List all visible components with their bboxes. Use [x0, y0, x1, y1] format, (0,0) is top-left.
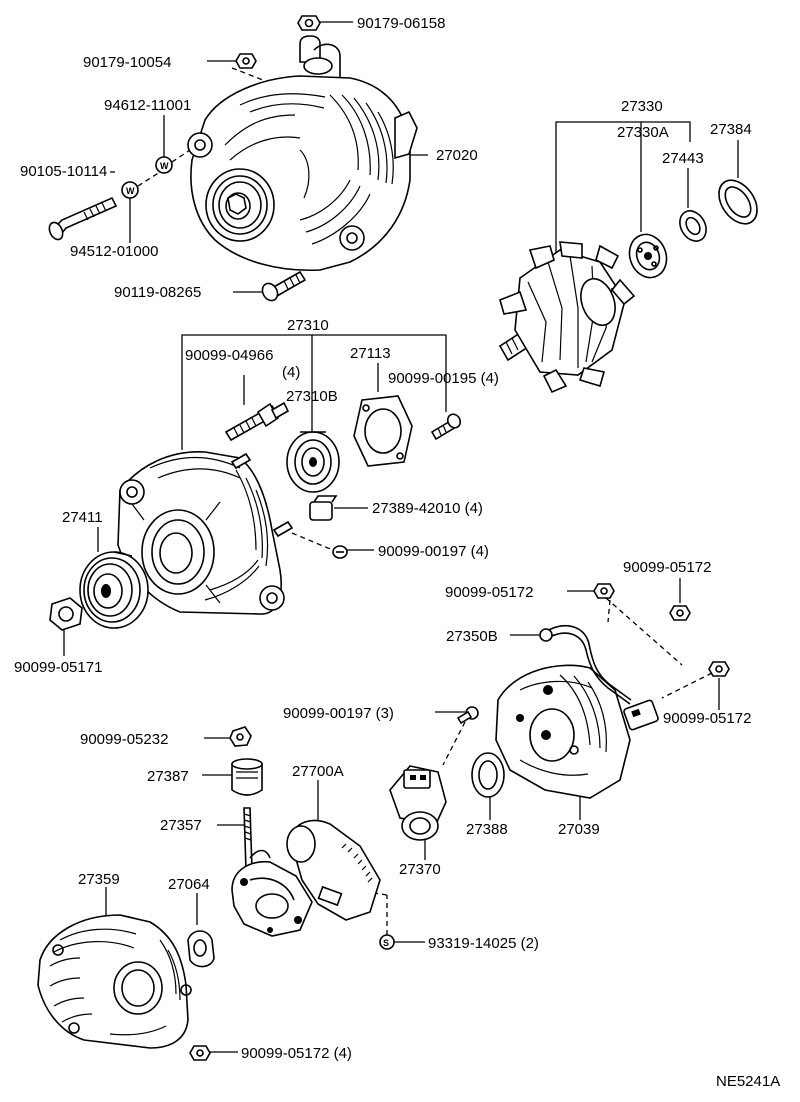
nut-90099-05171 [49, 597, 83, 631]
washer-93319-14025: S [379, 934, 395, 950]
bearing-27330A [628, 233, 668, 279]
regulator-27370 [389, 765, 447, 841]
hardware: W W [48, 15, 730, 1061]
callout-27359: 27359 [78, 871, 120, 888]
callout-90099-04966: 90099-04966 [185, 347, 273, 364]
callout-94612-11001: 94612-11001 [104, 97, 191, 114]
callout-27064: 27064 [168, 876, 210, 893]
drive-end-frame-27310 [117, 451, 294, 615]
callout-27370: 27370 [399, 861, 441, 878]
callout-27411: 27411 [62, 509, 103, 526]
bearing-27310B [286, 431, 340, 493]
washer-94612-11001: W [155, 156, 173, 174]
callout-90099-04966-qty: (4) [282, 364, 300, 381]
callout-90179-10054: 90179-10054 [83, 54, 171, 71]
callout-27020: 27020 [436, 147, 478, 164]
callout-27310: 27310 [287, 317, 329, 334]
callout-94512-01000: 94512-01000 [70, 243, 158, 260]
bolt-90119-08265 [261, 270, 307, 302]
callout-27350B: 27350B [446, 628, 498, 645]
brush-holder-27700A [286, 819, 381, 921]
screw-90099-00197-3 [456, 706, 479, 725]
callout-27389-42010: 27389-42010 (4) [372, 500, 483, 517]
callout-90099-05172-d: 90099-05172 (4) [241, 1045, 352, 1062]
part-number-labels: 90179-06158 90179-10054 94612-11001 9010… [14, 15, 780, 1090]
figure-id: NE5241A [716, 1073, 780, 1090]
callout-27357: 27357 [160, 817, 202, 834]
callout-90105-10114: 90105-10114 [20, 163, 107, 180]
bolt-27357 [231, 807, 313, 937]
washer-w-mark: W [126, 186, 135, 196]
washer-s-mark: S [383, 938, 389, 948]
callout-27310B: 27310B [286, 388, 338, 405]
retainer-plate-27113 [353, 395, 413, 467]
nut-90179-06158 [297, 15, 321, 31]
washer-94512-01000: W [121, 181, 139, 199]
callout-27388: 27388 [466, 821, 508, 838]
callout-27700A: 27700A [292, 763, 344, 780]
callout-90099-05232: 90099-05232 [80, 731, 168, 748]
bushing-27389-42010 [309, 495, 338, 521]
callout-90099-05171: 90099-05171 [14, 659, 102, 676]
rear-cover-27359 [37, 914, 192, 1049]
callout-90099-05172-b: 90099-05172 [623, 559, 711, 576]
alternator-assembly-27020 [187, 35, 418, 272]
pulley-27411 [79, 551, 149, 629]
rotor-27330 [498, 241, 636, 394]
callout-27113: 27113 [350, 345, 391, 362]
callout-90099-00195: 90099-00195 (4) [388, 370, 499, 387]
gasket-27064 [187, 930, 215, 968]
callout-27039: 27039 [558, 821, 600, 838]
nut-90099-05232 [229, 726, 252, 747]
insulator-27388 [471, 752, 505, 798]
callout-27330: 27330 [621, 98, 663, 115]
callout-90099-05172-c: 90099-05172 [663, 710, 751, 727]
nut-90099-05172-c [708, 661, 730, 677]
screw-90099-00197-4 [332, 545, 348, 559]
retainer-27384 [718, 179, 758, 225]
screw-90099-00195 [430, 413, 462, 441]
callout-93319-14025: 93319-14025 (2) [428, 935, 539, 952]
nut-90099-05172-a [593, 583, 615, 599]
terminal-insulator-27387 [231, 758, 263, 796]
bolt-90105-10114 [48, 196, 118, 241]
callout-90099-00197-3: 90099-00197 (3) [283, 705, 394, 722]
nut-90099-05172-d [189, 1045, 211, 1061]
nut-90179-10054 [235, 53, 257, 69]
callout-90179-06158: 90179-06158 [357, 15, 445, 32]
callout-90119-08265: 90119-08265 [114, 284, 201, 301]
leader-lines [63, 21, 739, 1053]
rectifier-end-frame-27039 [495, 624, 659, 799]
callout-90099-05172-a: 90099-05172 [445, 584, 533, 601]
callout-27384: 27384 [710, 121, 752, 138]
bearing-cover-27443 [679, 210, 707, 242]
nut-90099-05172-b [669, 605, 691, 621]
callout-90099-00197-4: 90099-00197 (4) [378, 543, 489, 560]
callout-27330A: 27330A [617, 124, 669, 141]
washer-w-mark: W [160, 161, 169, 171]
callout-27387: 27387 [147, 768, 189, 785]
callout-27443: 27443 [662, 150, 704, 167]
stud-90099-04966 [224, 401, 290, 442]
